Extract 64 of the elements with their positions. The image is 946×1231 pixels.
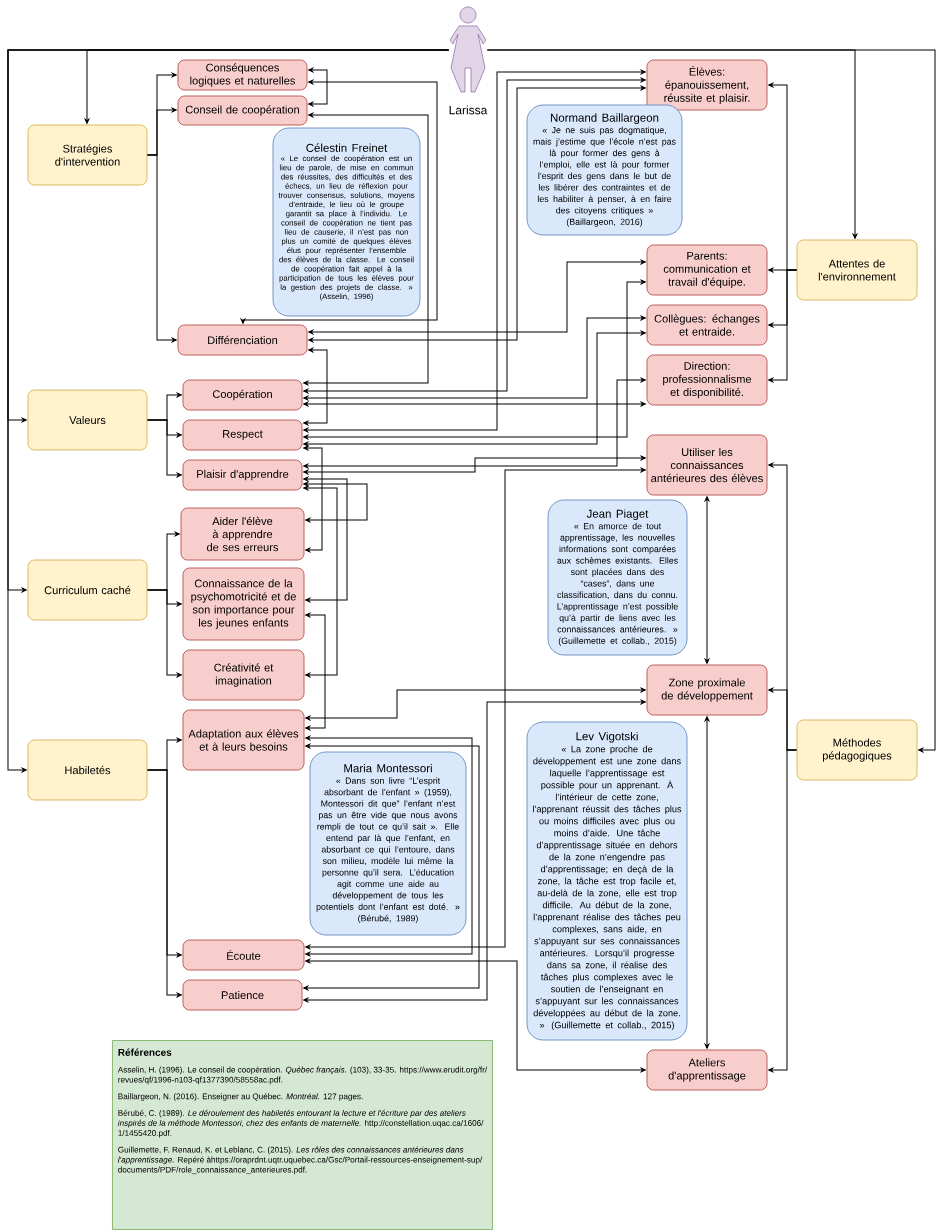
arrow <box>303 445 323 553</box>
references-box: Références Asselin, H. (1996). Le conseil de coopération. Québec français. (103), 33-35. https://www.erudit.org/fr/revues/qf/1996-n103-qf1377390/58558ac.pdf. Baillargeon, N. (2016). Enseigner au Québec. Montréal. 127 pages. Bérubé, C. (1989). Le déroulement des habiletés entourant la lecture et l'écriture par des ateliers inspirés de la méthode Montessori, chez des enfants de maternelle. http://constellation.uqac.ca/1606/1/1455420.pdf. Guillemette, F. Renaud, K. et Leblanc, C. (2015). Les rôles des connaissances antérieures dans l'apprentissage. Repéré àhttps://oraprdnt.uqtr.uquebec.ca/Gsc/Portail-ressources-enseignement-sup/documents/PDF/role_connaissance_anterieures.pdf. <box>112 1040 493 1230</box>
topic-box: Écoute <box>182 939 305 971</box>
quote-box: Maria Montessori « Dans son livre “L’esprit absorbant de l’enfant » (1959), Montessori dit que” l’enfant n’est pas un être vide que nous avons rempli de tout ce qu’il sait ». Elle entend par là que l’enfant, en absorbant ce qui l’entoure, dans son milieu, modèle lui même la personne qu’il sera. L’éducation agit comme une aide au développement de tous les potentiels dont l’enfant est doté. » (Bérubé, 1989) <box>309 751 467 936</box>
arrow <box>303 743 480 991</box>
arrow <box>146 154 177 343</box>
arrow <box>303 377 646 469</box>
category-box: Valeurs <box>27 389 148 451</box>
arrow <box>305 612 326 731</box>
topic-box: Parents: communication et travail d'équipe. <box>646 244 768 296</box>
arrow <box>308 259 646 335</box>
arrow <box>303 330 646 447</box>
topic-box: Conseil de coopération <box>177 95 308 126</box>
arrow <box>308 67 328 107</box>
quote-box: Normand Baillargeon « Je ne suis pas dogmatique, mais j’estime que l’école n’est pas là pour former des gens à l’emploi, elle est là pour former l’esprit des gens dans le but de les libérer des contraintes et de les habiliter à penser, à en faire des citoyens critiques » (Baillargeon, 2016) <box>526 104 683 236</box>
arrow <box>704 496 710 664</box>
arrow <box>240 79 438 324</box>
topic-box: Élèves: épanouissement, réussite et plaisir. <box>646 59 768 111</box>
topic-box: Adaptation aux élèves et à leurs besoins <box>182 709 305 771</box>
arrow <box>303 112 429 386</box>
category-box: Stratégies d'intervention <box>27 124 148 186</box>
topic-box: Respect <box>182 419 303 451</box>
topic-box: Direction: professionnalisme et disponibilité. <box>646 354 768 406</box>
topic-box: Collègues: échanges et entraide. <box>646 304 768 346</box>
arrow <box>303 699 646 1003</box>
arrow <box>146 769 182 998</box>
arrow <box>305 735 473 957</box>
arrow <box>303 347 328 426</box>
topic-box: Plaisir d'apprendre <box>182 459 303 491</box>
topic-box: Différenciation <box>177 324 308 356</box>
arrow <box>308 85 646 343</box>
arrow <box>305 958 646 1073</box>
topic-box: Coopération <box>182 379 303 411</box>
arrow <box>303 401 646 407</box>
arrow <box>146 419 182 478</box>
quote-box: Jean Piaget « En amorce de tout apprentissage, les nouvelles informations sont comparées aux schèmes existants. Elles sont placées dans des “cases”, dans une classification, dans du connu. L’apprentissage n’est possible qu’à partir de liens avec les connaissances antérieures. » (Guillemette et collab., 2015) <box>547 499 688 656</box>
arrow <box>303 315 646 401</box>
topic-box: Aider l'élève à apprendre de ses erreurs <box>180 507 305 561</box>
arrow <box>303 279 646 440</box>
topic-box: Zone proximale de développement <box>646 664 768 716</box>
arrow <box>305 467 646 950</box>
category-box: Attentes de l'environnement <box>796 239 918 301</box>
topic-box: Ateliers d'apprentissage <box>646 1049 768 1091</box>
arrow <box>303 485 338 678</box>
category-box: Habiletés <box>27 739 148 801</box>
arrow <box>768 269 798 383</box>
arrow <box>486 49 936 753</box>
person-name: Larissa <box>449 105 488 115</box>
arrow <box>303 481 368 523</box>
topic-box: Connaissance de la psychomotricité et de son importance pour les jeunes enfants <box>182 567 305 641</box>
topic-box: Conséquences logiques et naturelles <box>177 59 308 91</box>
topic-box: Créativité et imagination <box>182 649 305 701</box>
arrow <box>768 749 798 1073</box>
topic-box: Utiliser les connaissances antérieures des élèves <box>646 434 768 496</box>
quote-box: Lev Vigotski « La zone proche de développement est une zone dans laquelle l’apprentissage est possible pour un apprenant. À l’intérieur de cette zone, l’apprenant réussit des tâches plus ou moins difficiles avec plus ou moins d’aide. Une tâche d’apprentissage située en dehors de la zone n’engendre pas d’apprentissage; en deçà de la zone, la tâche est trop facile et, au-delà de la zone, elle est trop difficile. Au début de la zone, l’apprenant réalise des tâches peu complexes, sans aide, en s’appuyant sur ses connaissances antérieures. Lorsqu’il progresse dans sa zone, il réalise des tâches plus complexes avec le soutien de l’enseignant en s’appuyant sur les connaissances développées au début de la zone. » (Guillemette et collab., 2015) <box>526 721 688 1041</box>
arrow <box>146 589 182 678</box>
arrow <box>305 687 646 721</box>
arrow <box>303 476 348 603</box>
arrow <box>303 455 646 475</box>
arrow <box>704 716 710 1049</box>
category-box: Méthodes pédagogiques <box>796 719 918 781</box>
category-box: Curriculum caché <box>27 559 148 621</box>
arrow <box>7 49 450 773</box>
topic-box: Patience <box>182 979 303 1011</box>
